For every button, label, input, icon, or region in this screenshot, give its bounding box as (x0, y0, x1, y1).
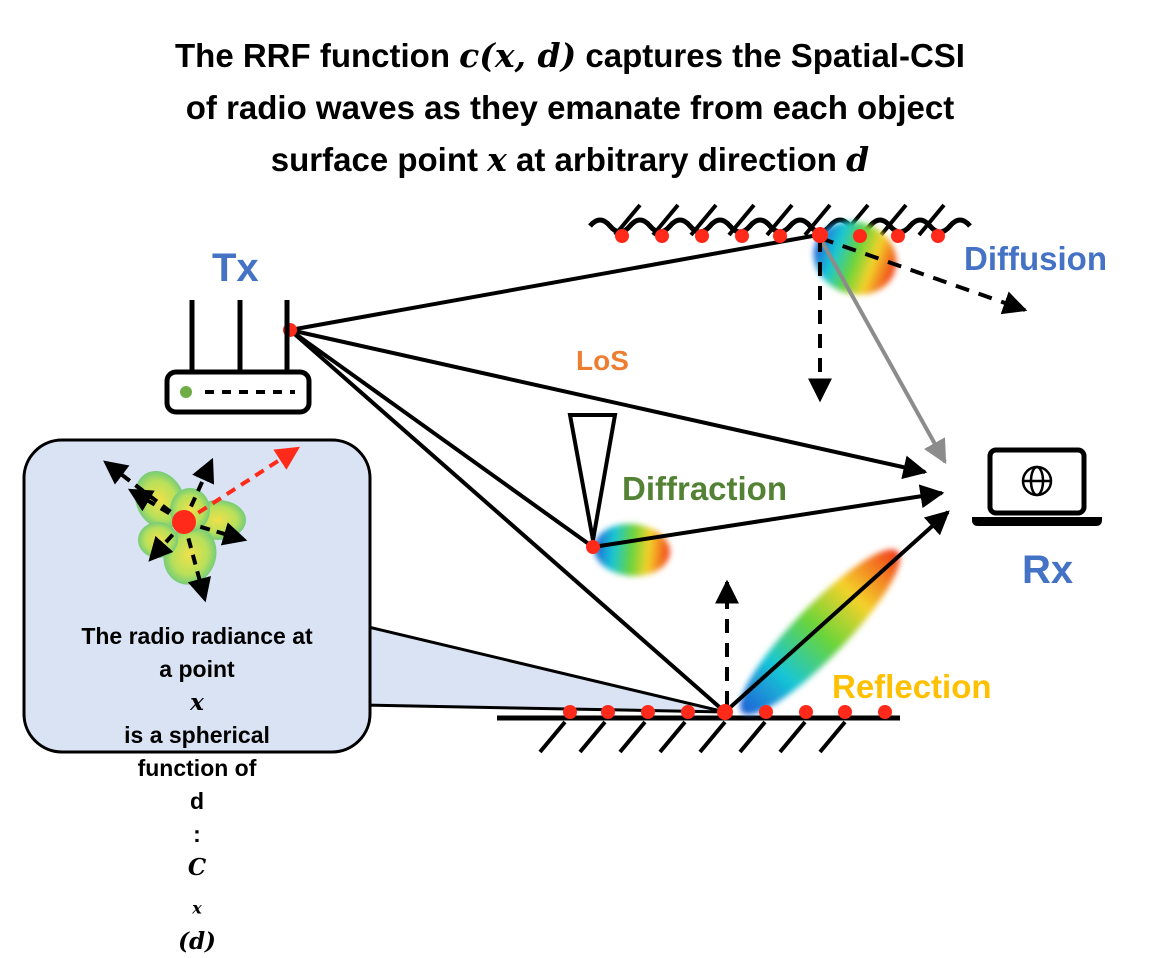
callout-math: x (190, 689, 204, 716)
title-math: x (487, 140, 507, 179)
laptop-icon (972, 447, 1102, 526)
callout-text-part: is a spherical (124, 722, 270, 748)
title-line-2: of radio waves as they emanate from each… (185, 89, 955, 126)
page-title: The RRF function c(x, d) captures the Sp… (40, 30, 1100, 186)
surface-points (283, 227, 945, 720)
rx-label: Rx (1022, 548, 1074, 592)
title-math: c(x, d) (459, 36, 577, 75)
title-text: surface point (270, 141, 488, 178)
reflection-label: Reflection (832, 668, 992, 705)
callout-text: The radio radiance at a point x is a sph… (24, 620, 370, 958)
diffusion-label: Diffusion (964, 240, 1107, 277)
callout-math: C (187, 854, 207, 881)
propagation-rays (288, 233, 950, 714)
title-text: The RRF function (175, 37, 460, 74)
diffusion-lobe (813, 221, 897, 295)
reflecting-surface (497, 715, 900, 754)
tx-label: Tx (212, 246, 259, 290)
globe-icon (1021, 465, 1053, 497)
radiance-origin-point (172, 510, 196, 534)
callout-pointer (358, 623, 726, 714)
callout-math: (d) (178, 927, 216, 955)
callout-text-part: a point (159, 656, 235, 682)
callout-line-1: The radio radiance at (81, 623, 313, 649)
diffraction-lobe (594, 523, 670, 577)
callout-math-subscript: x (192, 898, 202, 918)
title-math: d (846, 140, 870, 179)
spherical-radiance-pattern (103, 446, 301, 603)
callout-text-part: d (189, 788, 205, 814)
callout-text-part: : (193, 821, 201, 847)
los-label: LoS (576, 345, 629, 376)
title-text: captures the Spatial-CSI (576, 37, 965, 74)
router-icon (164, 300, 312, 415)
callout-text-part: function of (137, 755, 257, 781)
diagram-canvas (22, 203, 1102, 754)
dashed-scatter-arrows (715, 236, 1028, 705)
diffraction-label: Diffraction (622, 470, 787, 507)
title-text: at arbitrary direction (506, 141, 847, 178)
diffraction-wedge (567, 413, 618, 541)
diffused-ray-to-rx (818, 237, 947, 465)
